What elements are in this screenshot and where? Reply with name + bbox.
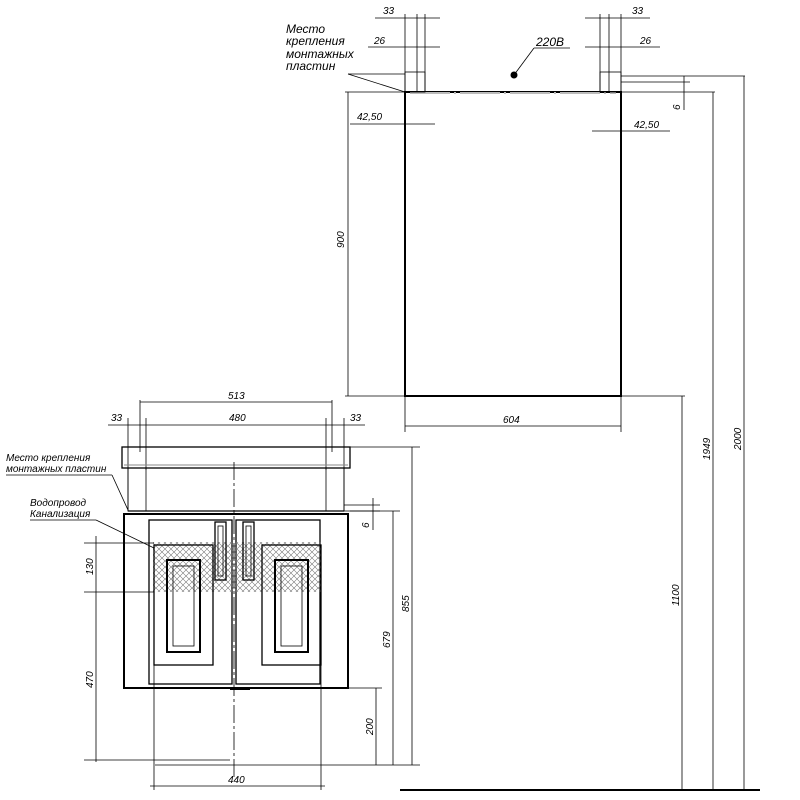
mirror-mount-label-1: Место [286,22,325,36]
dim-right-4250: 42,50 [634,120,659,131]
dim-top-left-26: 26 [373,36,386,47]
mirror-mount-label-3: монтажных [286,47,355,61]
mount-plate-left [127,467,147,512]
door-right [235,519,321,685]
door-left-inner-2 [172,565,195,647]
overall-dims: 2000 1949 1100 [400,75,760,791]
dim-top-right-26: 26 [639,36,652,47]
dim-top-right-33: 33 [632,6,644,17]
handle-right-inner [245,525,252,577]
mirror-mount-label-2: крепления [286,34,345,48]
cab-pipes-label-1: Водопровод [30,498,87,509]
dim-overall-1949: 1949 [702,437,713,460]
outlet-label: 220В [535,35,564,49]
mirror-view: 33 33 26 26 Место крепления монтажных пл… [286,6,690,432]
dim-overall-1100: 1100 [671,584,682,606]
cab-mount-label-2: монтажных пластин [6,464,107,475]
dim-h-470: 470 [85,671,96,688]
dim-left-33: 33 [111,413,123,424]
cabinet-view: 513 480 33 33 [6,391,420,790]
dim-h-200: 200 [365,718,376,736]
mount-rail-area [127,467,345,512]
dim-overall-2000: 2000 [733,427,744,451]
dim-width-480: 480 [229,413,246,424]
cab-pipes-label-2: Канализация [30,509,91,520]
pipe-zone-hatch [153,542,321,592]
dim-right-33: 33 [350,413,362,424]
handle-right-icon [242,521,255,581]
dim-gap-6: 6 [672,104,683,110]
mirror-mount-plate-left [404,71,426,93]
mirror-mount-label-4: пластин [286,59,336,73]
leader-line [513,47,535,76]
mirror-outline [404,91,622,397]
dim-width-513: 513 [228,391,245,402]
leader-line [111,474,129,511]
leader-line [347,73,406,93]
handle-left-inner [217,525,224,577]
dim-h-679: 679 [382,631,393,648]
mirror-mount-plate-right [599,71,622,93]
door-right-inner [274,559,309,653]
mount-plate-right [325,467,345,512]
dim-width-440: 440 [228,775,245,786]
dim-gap-6-cab: 6 [361,522,372,528]
door-right-inner-2 [280,565,303,647]
cab-mount-label-1: Место крепления [6,453,91,464]
door-left [148,519,233,685]
dim-h-130: 130 [85,558,96,575]
dim-h-855: 855 [401,595,412,612]
handle-left-icon [214,521,227,581]
dim-height-900: 900 [336,231,347,248]
door-left-inner [166,559,201,653]
dim-width-604: 604 [503,415,520,426]
dim-top-left-33: 33 [383,6,395,17]
dim-left-4250: 42,50 [357,112,382,123]
